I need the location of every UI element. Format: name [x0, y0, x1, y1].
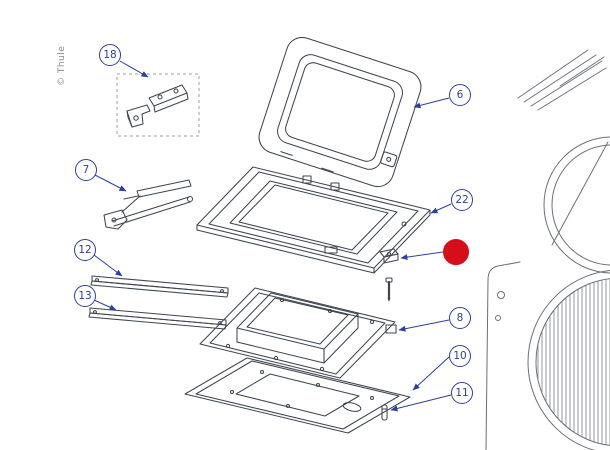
leader-line-12: [93, 254, 123, 277]
part-inner-frame-8: [199, 287, 397, 379]
part-hinge-18: [116, 73, 200, 137]
copyright-text: © Thule: [57, 46, 67, 86]
part-frame-22: [196, 166, 431, 274]
adjacent-page-art: [485, 49, 610, 450]
part-bottom-frame-10: [184, 357, 411, 434]
callout-12[interactable]: 12: [74, 239, 96, 261]
leader-line-6: [413, 97, 450, 109]
part-lift-arm-7: [103, 179, 194, 230]
callout-7[interactable]: 7: [75, 159, 97, 181]
callout-11[interactable]: 11: [451, 382, 473, 404]
leader-line-13: [93, 299, 117, 311]
part-rail-12: [90, 275, 229, 298]
callout-10[interactable]: 10: [449, 345, 471, 367]
selected-part-marker[interactable]: [443, 239, 469, 265]
callout-18[interactable]: 18: [99, 44, 121, 66]
part-lid-6: [258, 36, 422, 188]
part-screw: [385, 277, 393, 302]
part-pin-11: [381, 404, 388, 421]
callout-22[interactable]: 22: [451, 189, 473, 211]
leader-line-selected: [400, 251, 444, 261]
part-clip-highlighted: [379, 248, 399, 264]
part-rail-13: [88, 307, 227, 330]
callout-8[interactable]: 8: [449, 307, 471, 329]
leader-line-22: [430, 203, 452, 214]
leader-line-10: [412, 356, 450, 391]
leader-lines: [93, 60, 452, 412]
callout-6[interactable]: 6: [449, 84, 471, 106]
leader-line-8: [398, 319, 450, 332]
leader-line-7: [94, 174, 127, 192]
callout-13[interactable]: 13: [74, 285, 96, 307]
leader-line-18: [119, 60, 149, 78]
leader-line-11: [390, 394, 452, 412]
